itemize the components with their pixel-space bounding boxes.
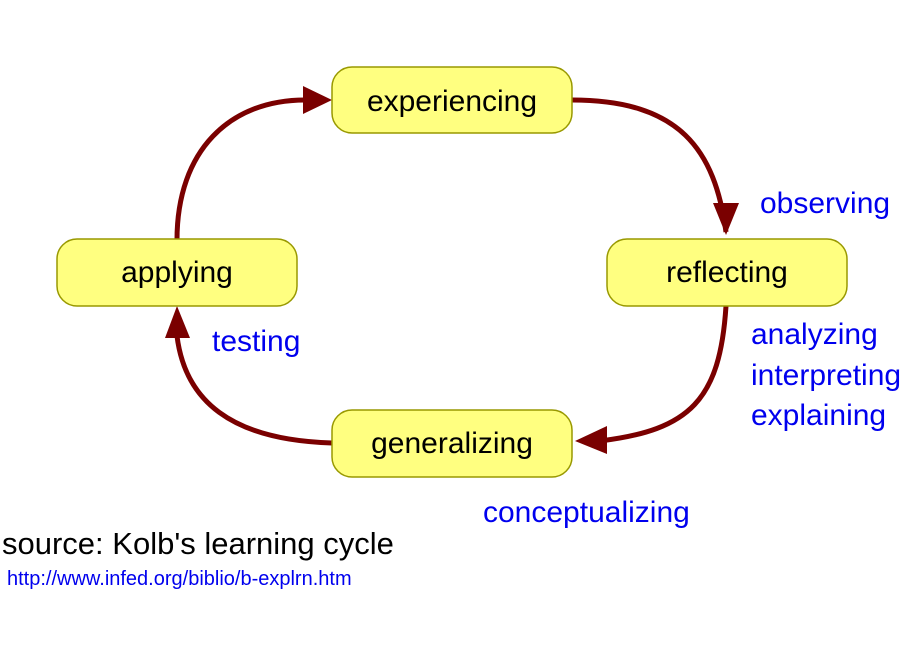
node-reflecting: reflecting — [606, 238, 848, 307]
node-reflecting-label: reflecting — [666, 256, 788, 289]
node-generalizing: generalizing — [331, 409, 573, 478]
arrow-reflecting-to-generalizing — [599, 305, 729, 444]
activity-explaining: explaining — [751, 399, 886, 432]
activity-interpreting: interpreting — [751, 359, 901, 392]
node-experiencing: experiencing — [331, 66, 573, 134]
arrow-applying-to-experiencing — [174, 97, 306, 241]
node-generalizing-label: generalizing — [371, 427, 533, 460]
arrowhead-applying — [165, 306, 190, 338]
arrowhead-experiencing — [303, 86, 332, 114]
activity-observing: observing — [760, 187, 890, 220]
activity-conceptualizing: conceptualizing — [483, 496, 690, 529]
arrowhead-reflecting — [713, 203, 739, 235]
arrowhead-generalizing — [575, 426, 607, 454]
arrow-generalizing-to-applying — [174, 335, 333, 446]
activity-testing: testing — [212, 325, 300, 358]
source-link[interactable]: http://www.infed.org/biblio/b-explrn.htm — [7, 568, 352, 590]
activity-analyzing: analyzing — [751, 318, 878, 351]
node-experiencing-label: experiencing — [367, 85, 537, 118]
arrow-experiencing-to-reflecting — [571, 97, 729, 233]
source-caption: source: Kolb's learning cycle — [2, 526, 394, 561]
node-applying: applying — [56, 238, 298, 307]
node-applying-label: applying — [121, 256, 233, 289]
